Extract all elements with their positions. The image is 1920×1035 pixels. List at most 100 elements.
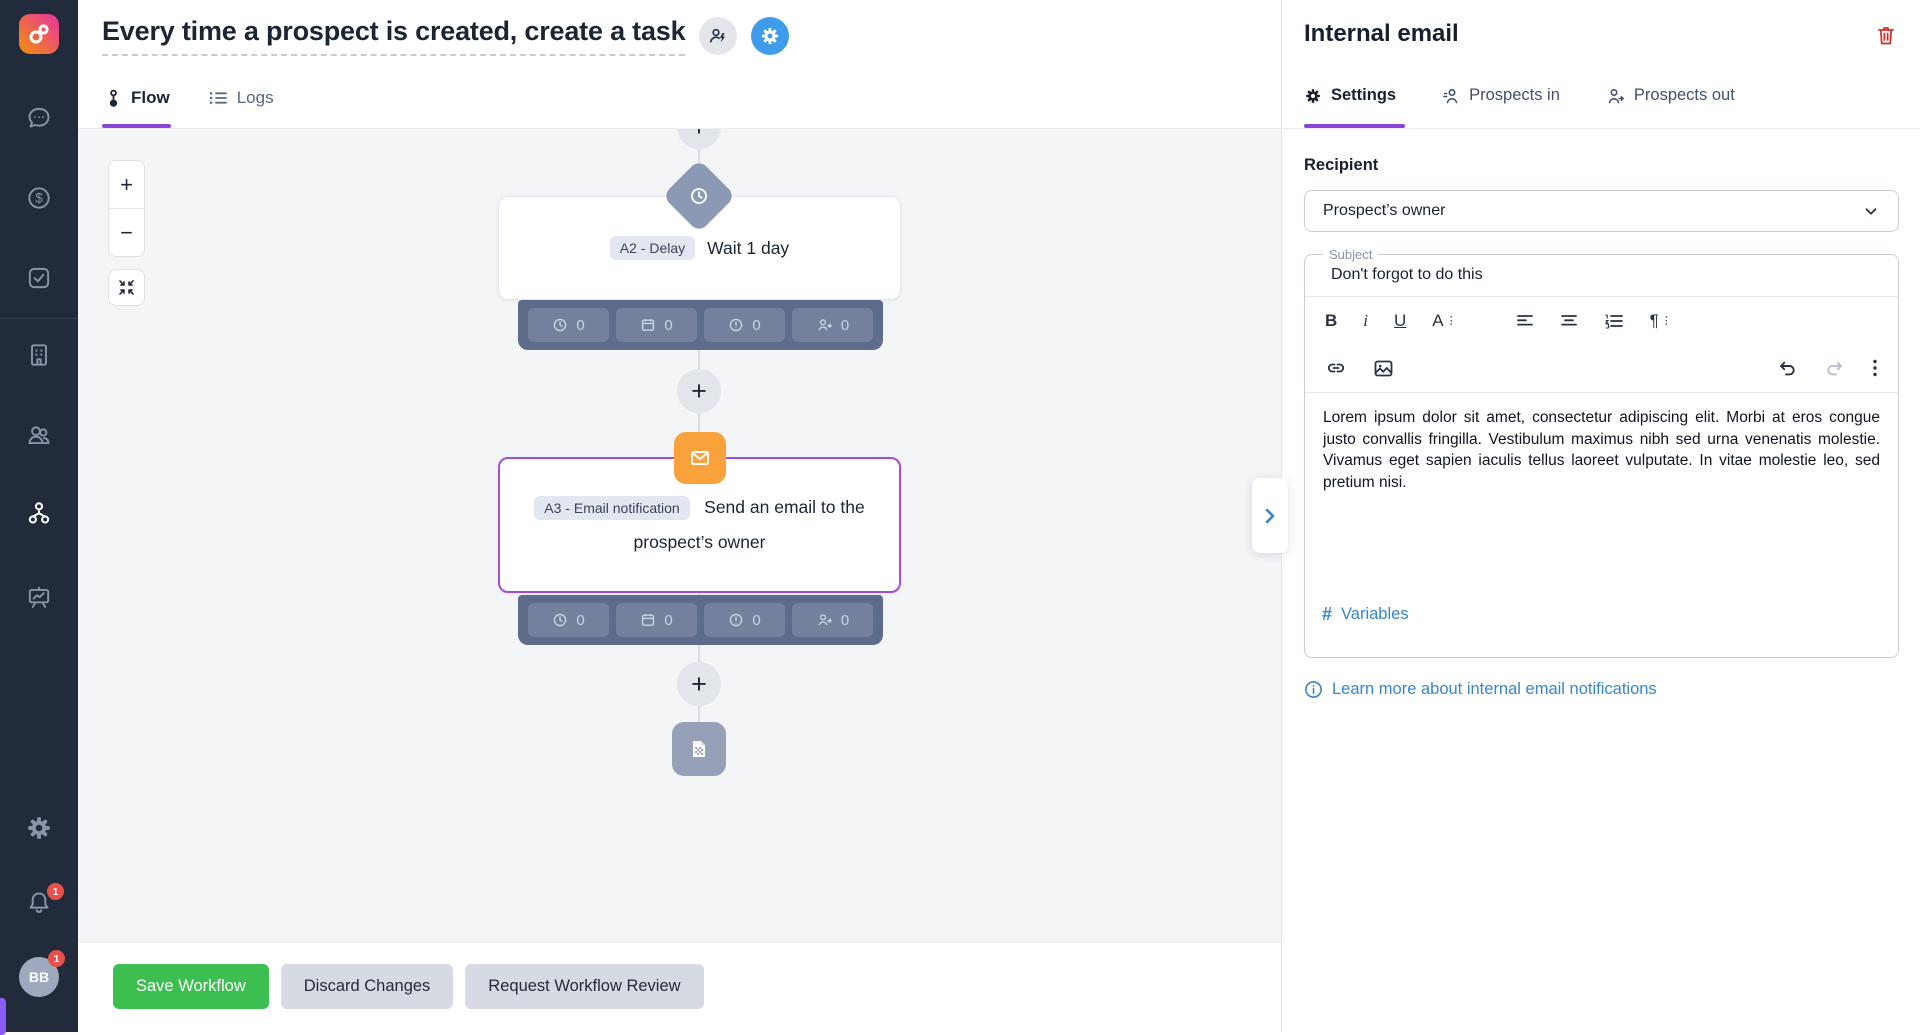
variables-button[interactable]: # Variables	[1322, 604, 1409, 625]
image-icon[interactable]	[1373, 359, 1394, 378]
email-node-stats: 0 0 0 0	[518, 595, 883, 645]
email-editor: Subject Don't forgot to do this B i U A⋮…	[1304, 247, 1899, 658]
sidebar-item-reports[interactable]	[0, 584, 78, 612]
history-icon	[552, 317, 568, 333]
panel-title: Internal email	[1304, 20, 1459, 48]
people-out-icon	[816, 612, 833, 628]
stat-scheduled[interactable]: 0	[616, 308, 697, 342]
node-label: Wait 1 day	[707, 238, 789, 259]
save-workflow-button[interactable]: Save Workflow	[113, 964, 269, 1009]
sidebar-item-contacts[interactable]	[0, 421, 78, 449]
history-icon	[552, 612, 568, 628]
sidebar-item-chat[interactable]	[0, 104, 78, 132]
add-step-button[interactable]: +	[677, 129, 721, 149]
stat-prospects-out[interactable]: 0	[792, 603, 873, 637]
stat-errors[interactable]: 0	[704, 603, 785, 637]
sidebar-item-notifications[interactable]: 1	[0, 889, 78, 917]
avatar-badge: 1	[48, 950, 65, 967]
panel-divider	[1282, 128, 1920, 129]
fit-view-icon	[117, 278, 136, 297]
workflow-header: Every time a prospect is created, create…	[78, 0, 1281, 129]
trash-icon	[1876, 24, 1896, 46]
gear-icon	[759, 25, 781, 47]
panel-tab-settings[interactable]: Settings	[1304, 86, 1396, 105]
zoom-out-button[interactable]: −	[109, 209, 144, 256]
chevron-down-icon	[1862, 202, 1880, 220]
workflow-canvas[interactable]: + + − A2 - Delay Wait 1 day 0 0	[78, 129, 1281, 943]
delete-step-button[interactable]	[1876, 24, 1896, 51]
sidebar-user-menu[interactable]: BB 1	[0, 957, 78, 997]
add-step-button[interactable]: +	[677, 369, 721, 413]
more-options-icon[interactable]	[1872, 358, 1878, 378]
node-badge: A2 - Delay	[610, 236, 695, 260]
recipient-value: Prospect’s owner	[1323, 202, 1445, 220]
add-step-button[interactable]: +	[677, 662, 721, 706]
fit-view-button[interactable]	[108, 269, 145, 306]
recipient-select[interactable]: Prospect’s owner	[1304, 190, 1899, 232]
delay-node-stats: 0 0 0 0	[518, 300, 883, 350]
sidebar-item-settings[interactable]	[0, 814, 78, 842]
node-badge: A3 - Email notification	[534, 496, 689, 520]
user-automation-icon	[707, 25, 729, 47]
workflow-settings-button[interactable]	[751, 17, 789, 55]
sidebar-divider	[0, 318, 78, 319]
redo-icon[interactable]	[1824, 359, 1846, 377]
panel-collapse-button[interactable]	[1252, 478, 1288, 553]
tab-logs[interactable]: Logs	[208, 88, 274, 108]
stat-errors[interactable]: 0	[704, 308, 785, 342]
italic-button[interactable]: i	[1363, 311, 1368, 331]
alert-icon	[728, 317, 744, 333]
footer-action-bar: Save Workflow Discard Changes Request Wo…	[78, 943, 1281, 1032]
ordered-list-icon[interactable]	[1604, 313, 1624, 329]
bold-button[interactable]: B	[1325, 311, 1337, 331]
sidebar-item-workflows[interactable]	[0, 499, 78, 527]
people-out-icon	[816, 317, 833, 333]
end-flag-icon	[687, 737, 711, 761]
stat-history[interactable]: 0	[528, 308, 609, 342]
person-in-icon	[1442, 87, 1460, 105]
sidebar-active-indicator	[0, 998, 6, 1035]
editor-toolbar-format: B i U A⋮ ¶⋮	[1305, 297, 1898, 344]
underline-button[interactable]: U	[1394, 311, 1406, 331]
envelope-icon	[688, 446, 712, 470]
sidebar-item-tasks[interactable]	[0, 264, 78, 292]
step-settings-panel: Internal email Settings	[1281, 0, 1920, 1032]
subject-label: Subject	[1323, 247, 1378, 262]
subject-input[interactable]: Don't forgot to do this	[1305, 262, 1898, 296]
panel-tab-prospects-in[interactable]: Prospects in	[1442, 86, 1560, 105]
person-out-icon	[1606, 87, 1625, 105]
zoom-in-button[interactable]: +	[109, 161, 144, 209]
stat-prospects-out[interactable]: 0	[792, 308, 873, 342]
chevron-right-icon	[1262, 506, 1278, 526]
discard-changes-button[interactable]: Discard Changes	[281, 964, 454, 1009]
notifications-badge: 1	[47, 883, 64, 900]
active-tab-underline	[102, 124, 171, 128]
email-node-icon[interactable]	[674, 432, 726, 484]
sidebar-item-billing[interactable]: $	[0, 184, 78, 212]
tab-flow[interactable]: Flow	[105, 88, 170, 108]
undo-icon[interactable]	[1776, 359, 1798, 377]
editor-toolbar-insert	[1305, 344, 1898, 392]
gear-icon	[1304, 87, 1322, 105]
app-logo-icon[interactable]	[19, 14, 59, 54]
align-center-icon[interactable]	[1560, 313, 1578, 329]
workflow-end-node[interactable]	[672, 722, 726, 776]
paragraph-style-button[interactable]: ¶⋮	[1650, 311, 1671, 331]
learn-more-link[interactable]: Learn more about internal email notifica…	[1304, 680, 1657, 699]
link-icon[interactable]	[1325, 358, 1347, 378]
sidebar: $	[0, 0, 78, 1032]
text-style-button[interactable]: A⋮	[1432, 311, 1455, 331]
email-body-input[interactable]: Lorem ipsum dolor sit amet, consectetur …	[1305, 393, 1898, 494]
workflow-automation-button[interactable]	[699, 17, 737, 55]
clock-icon	[688, 185, 710, 207]
workflow-title[interactable]: Every time a prospect is created, create…	[102, 16, 685, 56]
info-icon	[1304, 680, 1323, 699]
stat-scheduled[interactable]: 0	[616, 603, 697, 637]
request-workflow-review-button[interactable]: Request Workflow Review	[465, 964, 703, 1009]
align-left-icon[interactable]	[1516, 313, 1534, 329]
sidebar-item-companies[interactable]	[0, 341, 78, 369]
hash-icon: #	[1322, 604, 1332, 625]
stat-history[interactable]: 0	[528, 603, 609, 637]
calendar-icon	[640, 612, 656, 628]
panel-tab-prospects-out[interactable]: Prospects out	[1606, 86, 1735, 105]
